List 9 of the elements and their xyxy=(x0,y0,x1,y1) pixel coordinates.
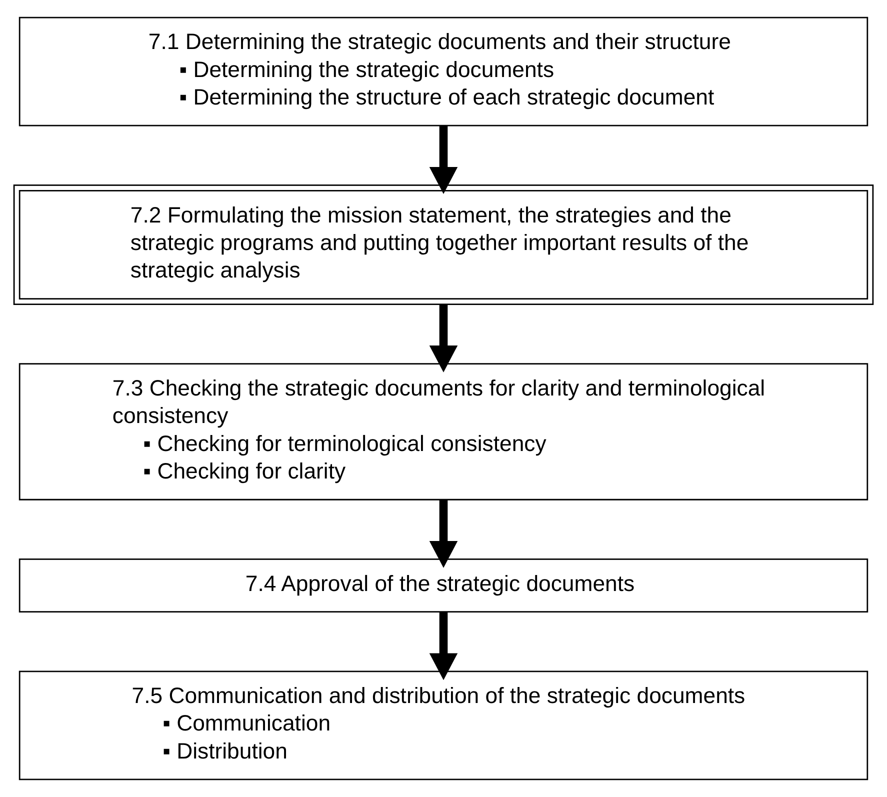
arrow xyxy=(429,126,458,194)
arrow xyxy=(429,304,458,372)
node-box: 7.2 Formulating the mission statement, the strategies and the strategic programs and putting together important results of the strategic analysis xyxy=(13,184,874,305)
node-box: 7.3 Checking the strategic documents for clarity and terminological consistency ▪ Checking for terminological consistency ▪ Checking for clarity xyxy=(18,363,868,500)
node-box: 7.5 Communication and distribution of the strategic documents ▪ Communication ▪ Distribution xyxy=(18,670,868,780)
node-box: 7.1 Determining the strategic documents and their structure ▪ Determining the strategic documents ▪ Determining the structure of each strategic document xyxy=(18,16,868,126)
node-box: 7.4 Approval of the strategic documents xyxy=(18,558,868,613)
arrow xyxy=(429,500,458,568)
arrow xyxy=(429,612,458,680)
